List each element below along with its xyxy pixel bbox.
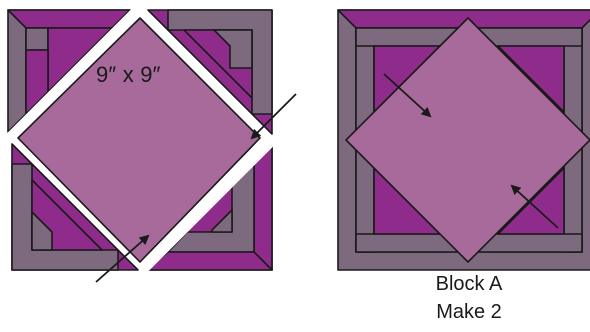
- right-quilt-block: [337, 9, 590, 271]
- arrow-bottom-right: [510, 184, 559, 229]
- arrow-right-seam: [250, 93, 297, 140]
- left-block-center-square: [17, 17, 261, 263]
- left-block-arrows: [95, 93, 297, 283]
- arrow-bottom-left: [95, 234, 150, 283]
- left-block-top-left-corner-piece: [7, 9, 131, 133]
- left-block-top-right-corner-piece: [147, 9, 273, 135]
- dimension-label: 9″ x 9″: [96, 62, 161, 87]
- arrow-top-left: [383, 73, 432, 118]
- left-block-seam-gaps: [5, 3, 277, 275]
- left-block-bottom-left-corner-piece: [11, 143, 139, 271]
- right-block-arrows: [383, 73, 559, 229]
- left-quilt-block: [7, 9, 273, 271]
- block-caption-quantity: Make 2: [436, 301, 502, 323]
- block-caption: Block A Make 2: [404, 270, 534, 326]
- block-caption-title: Block A: [435, 273, 503, 295]
